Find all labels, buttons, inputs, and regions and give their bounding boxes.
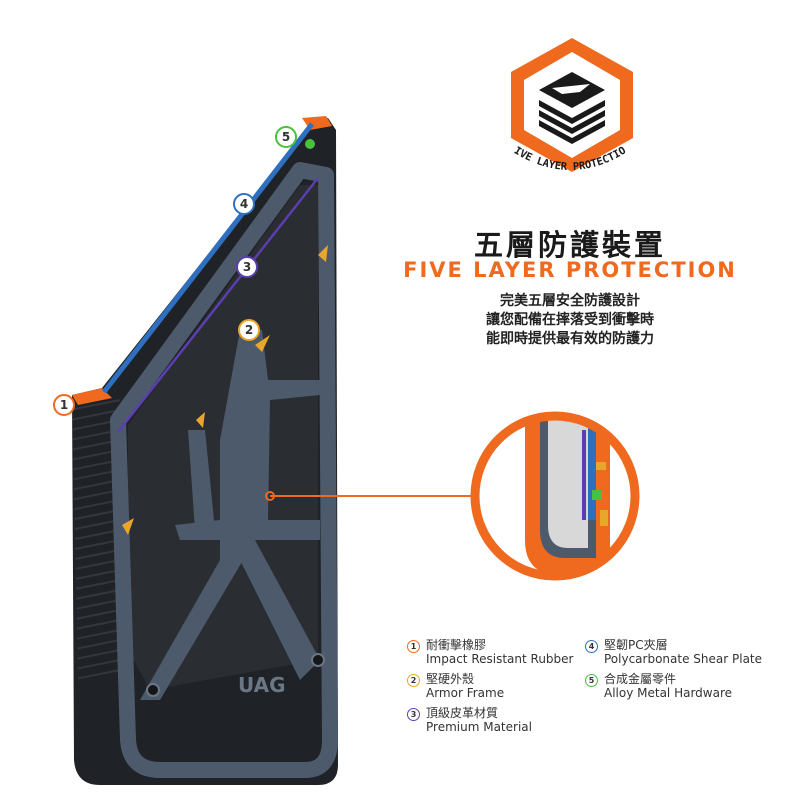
legend-marker-3: 3 [407, 708, 420, 721]
legend-marker-4: 4 [585, 640, 598, 653]
legend-label-en: Alloy Metal Hardware [604, 686, 733, 700]
zoom-detail [470, 411, 640, 581]
headline-english: FIVE LAYER PROTECTION [403, 258, 737, 282]
headline-chinese: 五層防護裝置 [473, 228, 666, 262]
marker-2: 2 [238, 319, 260, 341]
legend-item-impact-rubber: 1 耐衝擊橡膠 Impact Resistant Rubber [407, 638, 573, 666]
legend-label-en: Premium Material [426, 720, 532, 734]
legend-item-shear-plate: 4 堅韌PC夾層 Polycarbonate Shear Plate [585, 638, 762, 666]
marker-4: 4 [233, 193, 255, 215]
description-line: 能即時提供最有效的防護力 [486, 331, 654, 347]
phone-case-body: UAG [72, 116, 338, 785]
legend-label-zh: 合成金屬零件 [604, 672, 677, 686]
legend-label-en: Armor Frame [426, 686, 505, 700]
callout-dot [265, 491, 275, 501]
legend-marker-2: 2 [407, 674, 420, 687]
legend-label-zh: 堅韌PC夾層 [604, 638, 668, 652]
legend-label-en: Impact Resistant Rubber [426, 652, 574, 666]
legend-label-zh: 頂級皮革材質 [426, 706, 499, 720]
marker-1: 1 [53, 394, 75, 416]
legend-label-zh: 耐衝擊橡膠 [426, 638, 487, 652]
marker-3: 3 [236, 256, 258, 278]
uag-logo: UAG [238, 673, 286, 697]
description: 完美五層安全防護設計 讓您配備在摔落受到衝擊時 能即時提供最有效的防護力 [420, 292, 720, 349]
five-layer-badge [511, 38, 633, 172]
legend-marker-5: 5 [585, 674, 598, 687]
uag-s-logo-icon [539, 72, 605, 144]
legend-label-en: Polycarbonate Shear Plate [604, 652, 763, 666]
svg-text:FIVE LAYER PROTECTION: FIVE LAYER PROTECTION [505, 140, 628, 173]
legend-item-alloy-hardware: 5 合成金屬零件 Alloy Metal Hardware [585, 672, 732, 700]
badge-caption: FIVE LAYER PROTECTION [502, 131, 635, 190]
legend-item-premium-material: 3 頂級皮革材質 Premium Material [407, 706, 532, 734]
legend-label-zh: 堅硬外殼 [426, 672, 475, 686]
legend-marker-1: 1 [407, 640, 420, 653]
marker-5: 5 [275, 126, 297, 148]
description-line: 讓您配備在摔落受到衝擊時 [486, 312, 654, 328]
legend-item-armor-frame: 2 堅硬外殼 Armor Frame [407, 672, 504, 700]
description-line: 完美五層安全防護設計 [500, 293, 640, 309]
